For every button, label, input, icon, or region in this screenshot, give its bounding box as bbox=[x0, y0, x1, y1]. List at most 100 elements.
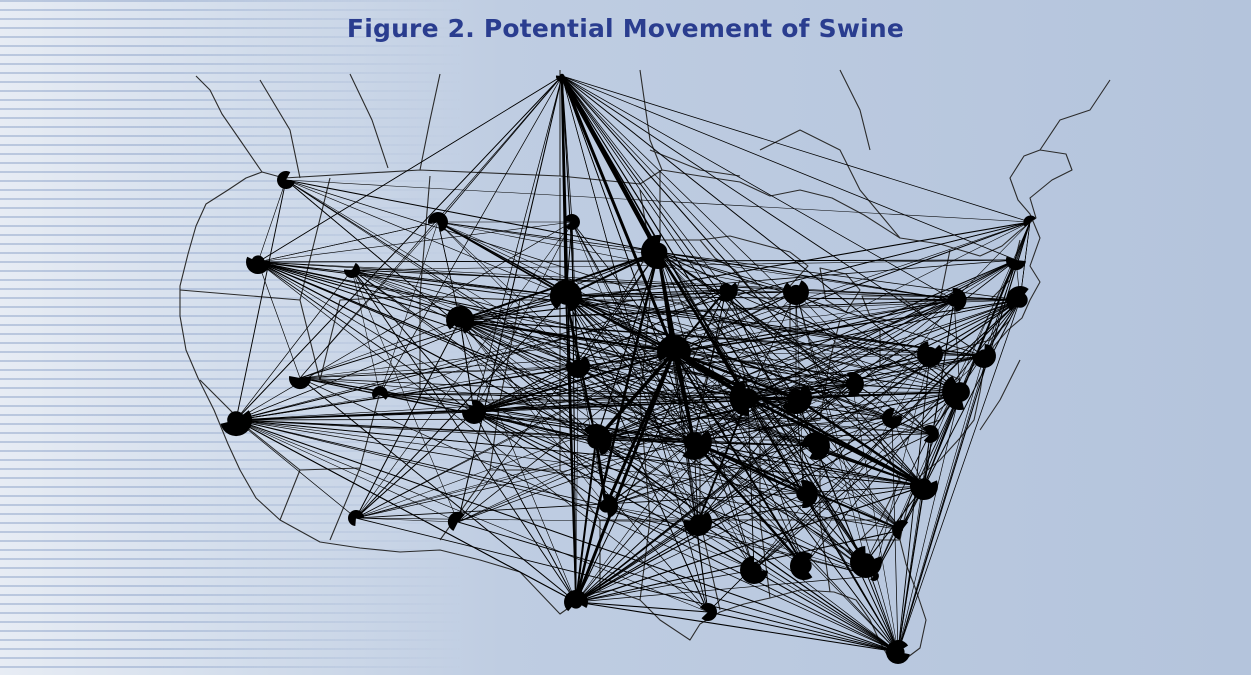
hub-marker bbox=[277, 171, 295, 190]
flow-line bbox=[459, 299, 955, 321]
flow-line bbox=[575, 601, 709, 613]
flow-line bbox=[437, 221, 461, 321]
flow-line bbox=[897, 259, 1017, 653]
major-flow-line bbox=[574, 350, 676, 604]
flow-line bbox=[299, 377, 931, 435]
hub-core bbox=[950, 382, 970, 402]
hub-core bbox=[738, 388, 758, 408]
flow-line bbox=[565, 291, 797, 297]
hub-marker bbox=[922, 424, 939, 443]
flow-line bbox=[457, 75, 563, 523]
major-flow-line bbox=[673, 351, 805, 567]
major-flow-line bbox=[565, 251, 659, 297]
flow-line bbox=[575, 441, 695, 603]
decorative-stripes bbox=[0, 0, 460, 675]
flow-line bbox=[795, 291, 899, 653]
flow-line bbox=[257, 261, 461, 321]
major-flow-line bbox=[692, 440, 806, 568]
flow-line bbox=[803, 299, 1021, 567]
hub-core bbox=[587, 431, 605, 449]
flow-line bbox=[235, 419, 875, 577]
flow-line bbox=[257, 261, 675, 353]
flow-line bbox=[575, 485, 925, 603]
hub-core bbox=[857, 553, 875, 571]
flow-line bbox=[285, 179, 567, 297]
flow-line bbox=[697, 521, 899, 653]
major-flow-line bbox=[575, 439, 597, 603]
hub-core bbox=[922, 346, 938, 362]
flow-line bbox=[355, 485, 925, 519]
flow-line bbox=[815, 445, 925, 487]
hub-core bbox=[571, 359, 585, 373]
flow-line bbox=[437, 221, 893, 419]
flow-line bbox=[235, 75, 563, 421]
flow-line bbox=[351, 269, 577, 603]
flow-line bbox=[473, 221, 1031, 413]
flow-line bbox=[235, 419, 925, 487]
hub-core bbox=[845, 377, 859, 391]
flow-line bbox=[795, 291, 931, 435]
major-flow-line bbox=[672, 350, 798, 400]
flow-line bbox=[565, 259, 1017, 297]
flow-line bbox=[575, 529, 903, 603]
hub-marker bbox=[348, 510, 365, 526]
flow-line bbox=[561, 75, 955, 301]
flow-line bbox=[561, 75, 797, 399]
major-flow-line bbox=[559, 73, 661, 255]
flow-line bbox=[575, 521, 699, 603]
flow-line bbox=[257, 261, 985, 357]
flow-line bbox=[983, 221, 1031, 357]
flow-line bbox=[897, 299, 955, 653]
flow-line bbox=[595, 439, 695, 443]
flow-line bbox=[605, 505, 875, 577]
flow-line bbox=[257, 221, 573, 263]
flow-line bbox=[257, 261, 567, 297]
flow-line bbox=[351, 269, 475, 413]
flow-line bbox=[725, 289, 797, 399]
flow-line bbox=[299, 365, 579, 379]
flow-line bbox=[459, 319, 893, 419]
flow-line bbox=[379, 393, 797, 399]
flow-line bbox=[351, 259, 1017, 271]
flow-line bbox=[571, 221, 755, 571]
flow-line bbox=[575, 417, 893, 603]
major-flow-line bbox=[459, 319, 675, 353]
flow-line bbox=[697, 383, 853, 523]
flow-line bbox=[605, 353, 931, 507]
flow-line bbox=[355, 411, 475, 519]
flow-line bbox=[437, 221, 567, 297]
flow-line bbox=[299, 299, 955, 379]
flow-line bbox=[351, 269, 1021, 301]
flow-line bbox=[897, 353, 931, 653]
hub-marker bbox=[555, 75, 568, 83]
flow-line bbox=[457, 521, 899, 653]
flow-line bbox=[697, 521, 875, 577]
flow-line bbox=[235, 419, 899, 653]
flow-line bbox=[795, 397, 805, 495]
flow-line bbox=[351, 269, 381, 395]
hub-core bbox=[891, 645, 905, 659]
flow-line bbox=[561, 75, 1031, 223]
flow-line bbox=[929, 299, 1021, 355]
flow-line bbox=[753, 299, 955, 571]
flow-line bbox=[235, 419, 577, 603]
flow-line bbox=[851, 299, 1021, 385]
major-flow-line bbox=[565, 295, 577, 603]
flow-line bbox=[577, 365, 695, 443]
flow-line bbox=[437, 221, 579, 367]
flow-line bbox=[299, 377, 381, 395]
hub-marker bbox=[870, 572, 879, 582]
hub-marker bbox=[892, 519, 909, 540]
canada-lines bbox=[195, 69, 1111, 239]
major-flow-line bbox=[746, 396, 926, 488]
flow-line bbox=[595, 221, 1031, 441]
flow-line bbox=[901, 391, 961, 531]
flow-line bbox=[575, 575, 875, 603]
flow-line bbox=[575, 397, 749, 603]
flow-line bbox=[351, 269, 695, 443]
flow-line bbox=[257, 261, 301, 379]
hub-core bbox=[1012, 292, 1028, 308]
flow-line bbox=[299, 377, 695, 443]
flow-line bbox=[561, 75, 709, 613]
flow-line bbox=[379, 393, 597, 441]
